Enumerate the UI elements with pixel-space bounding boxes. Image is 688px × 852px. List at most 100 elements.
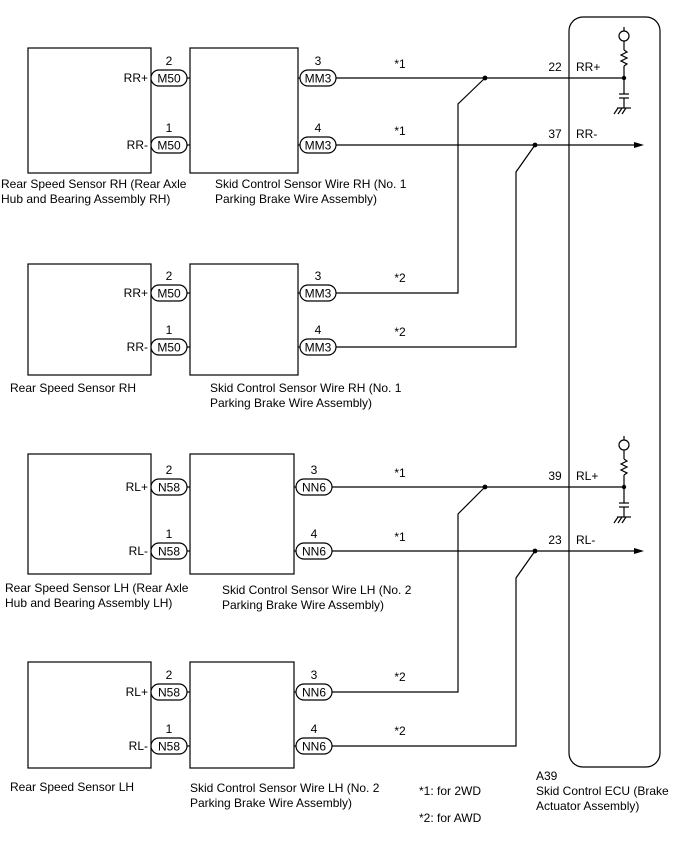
variant-note: *1 — [394, 124, 406, 138]
wire-route — [332, 550, 536, 747]
pin-number: 3 — [315, 269, 322, 283]
ground-hatch — [613, 516, 619, 524]
component-shapes — [27, 16, 661, 769]
wire-connector-label: MM3 — [305, 139, 332, 153]
sensor-box — [27, 47, 152, 174]
ground-hatch — [621, 107, 627, 115]
wire-assembly-caption: Skid Control Sensor Wire RH (No. 1 — [210, 381, 402, 395]
wire-connector — [299, 136, 337, 154]
sensor-connector — [150, 284, 188, 302]
pin-number: 2 — [166, 668, 173, 682]
wire-connector-label: MM3 — [305, 287, 332, 301]
sensor-caption: Rear Speed Sensor LH — [10, 780, 134, 794]
signal-label: RL- — [129, 739, 148, 753]
wire-assembly-box — [189, 263, 299, 376]
junction-dot — [532, 548, 538, 554]
ecu-caption: Skid Control ECU (Brake — [536, 784, 669, 798]
sensor-box — [27, 453, 152, 575]
ecu-signal-label: RR- — [576, 127, 597, 141]
junction-dot — [482, 484, 488, 490]
wire-connector — [295, 478, 333, 496]
arrow-icon — [634, 142, 644, 148]
pin-number: 4 — [315, 323, 322, 337]
wire-route — [336, 144, 536, 348]
wire-connector — [299, 338, 337, 356]
pin-number: 4 — [315, 121, 322, 135]
footnote: *2: for AWD — [419, 811, 482, 825]
signal-label: RR- — [127, 340, 148, 354]
ecu-pin-number: 39 — [548, 469, 562, 483]
variant-note: *1 — [394, 466, 406, 480]
sensor-connector — [150, 338, 188, 356]
signal-label: RR+ — [124, 71, 148, 85]
voltage-source-icon — [618, 439, 630, 451]
wire-assembly-caption: Parking Brake Wire Assembly) — [190, 796, 352, 810]
sensor-connector — [150, 478, 188, 496]
wire-connector-label: NN6 — [302, 545, 326, 559]
sensor-connector-label: M50 — [157, 139, 181, 153]
sensor-connector — [150, 542, 188, 560]
wire-assembly-caption: Skid Control Sensor Wire LH (No. 2 — [190, 781, 380, 795]
wire-connector-label: NN6 — [302, 740, 326, 754]
ecu-pin-number: 23 — [548, 533, 562, 547]
sensor-connector-label: M50 — [157, 287, 181, 301]
ecu-connector-label: A39 — [536, 769, 558, 783]
variant-note: *2 — [394, 271, 406, 285]
ecu-signal-label: RR+ — [576, 60, 600, 74]
sensor-caption: Hub and Bearing Assembly LH) — [5, 596, 172, 610]
wire-connector — [295, 683, 333, 701]
pin-number: 2 — [166, 269, 173, 283]
junction-dot — [532, 142, 538, 148]
wire-route — [332, 486, 486, 693]
ground-hatch — [621, 516, 627, 524]
variant-note: *1 — [394, 530, 406, 544]
sensor-connector-label: N58 — [158, 481, 180, 495]
signal-label: RL+ — [126, 685, 148, 699]
ground-hatch — [613, 107, 619, 115]
sensor-connector — [150, 69, 188, 87]
wire-assembly-caption: Parking Brake Wire Assembly) — [210, 396, 372, 410]
wire-assembly-caption: Skid Control Sensor Wire RH (No. 1 — [215, 177, 407, 191]
junction-dot — [482, 75, 488, 81]
junction-dot — [621, 75, 627, 81]
junction-dot — [621, 484, 627, 490]
signal-label: RL- — [129, 544, 148, 558]
wire-route — [336, 77, 486, 294]
pin-number: 4 — [311, 527, 318, 541]
variant-note: *2 — [394, 670, 406, 684]
wire-assembly-caption: Parking Brake Wire Assembly) — [222, 598, 384, 612]
wire-lines — [187, 27, 636, 747]
ground-hatch — [617, 516, 623, 524]
sensor-connector-label: N58 — [158, 740, 180, 754]
signal-label: RR+ — [124, 286, 148, 300]
sensor-connector — [150, 136, 188, 154]
pin-number: 2 — [166, 463, 173, 477]
resistor-symbol — [619, 49, 629, 67]
sensor-connector-label: N58 — [158, 686, 180, 700]
ecu-signal-label: RL+ — [576, 469, 598, 483]
ecu-pin-number: 22 — [548, 60, 562, 74]
sensor-caption: Rear Speed Sensor RH (Rear Axle — [1, 177, 187, 191]
ecu-box — [568, 16, 661, 768]
pin-number: 1 — [166, 527, 173, 541]
sensor-connector — [150, 683, 188, 701]
wire-connector — [295, 737, 333, 755]
wire-assembly-caption: Skid Control Sensor Wire LH (No. 2 — [222, 583, 412, 597]
pin-number: 1 — [166, 121, 173, 135]
ground-hatch — [617, 107, 623, 115]
sensor-box — [27, 661, 152, 769]
wire-connector — [299, 284, 337, 302]
wire-assembly-box — [189, 453, 295, 575]
wire-connector — [299, 69, 337, 87]
signal-label: RL+ — [126, 480, 148, 494]
wire-connector — [295, 542, 333, 560]
sensor-caption: Hub and Bearing Assembly RH) — [1, 192, 170, 206]
sensor-caption: Rear Speed Sensor LH (Rear Axle — [5, 581, 189, 595]
wire-connector-label: NN6 — [302, 481, 326, 495]
wire-connector-label: NN6 — [302, 686, 326, 700]
pin-number: 2 — [166, 54, 173, 68]
voltage-source-icon — [618, 30, 630, 42]
pin-number: 3 — [311, 668, 318, 682]
